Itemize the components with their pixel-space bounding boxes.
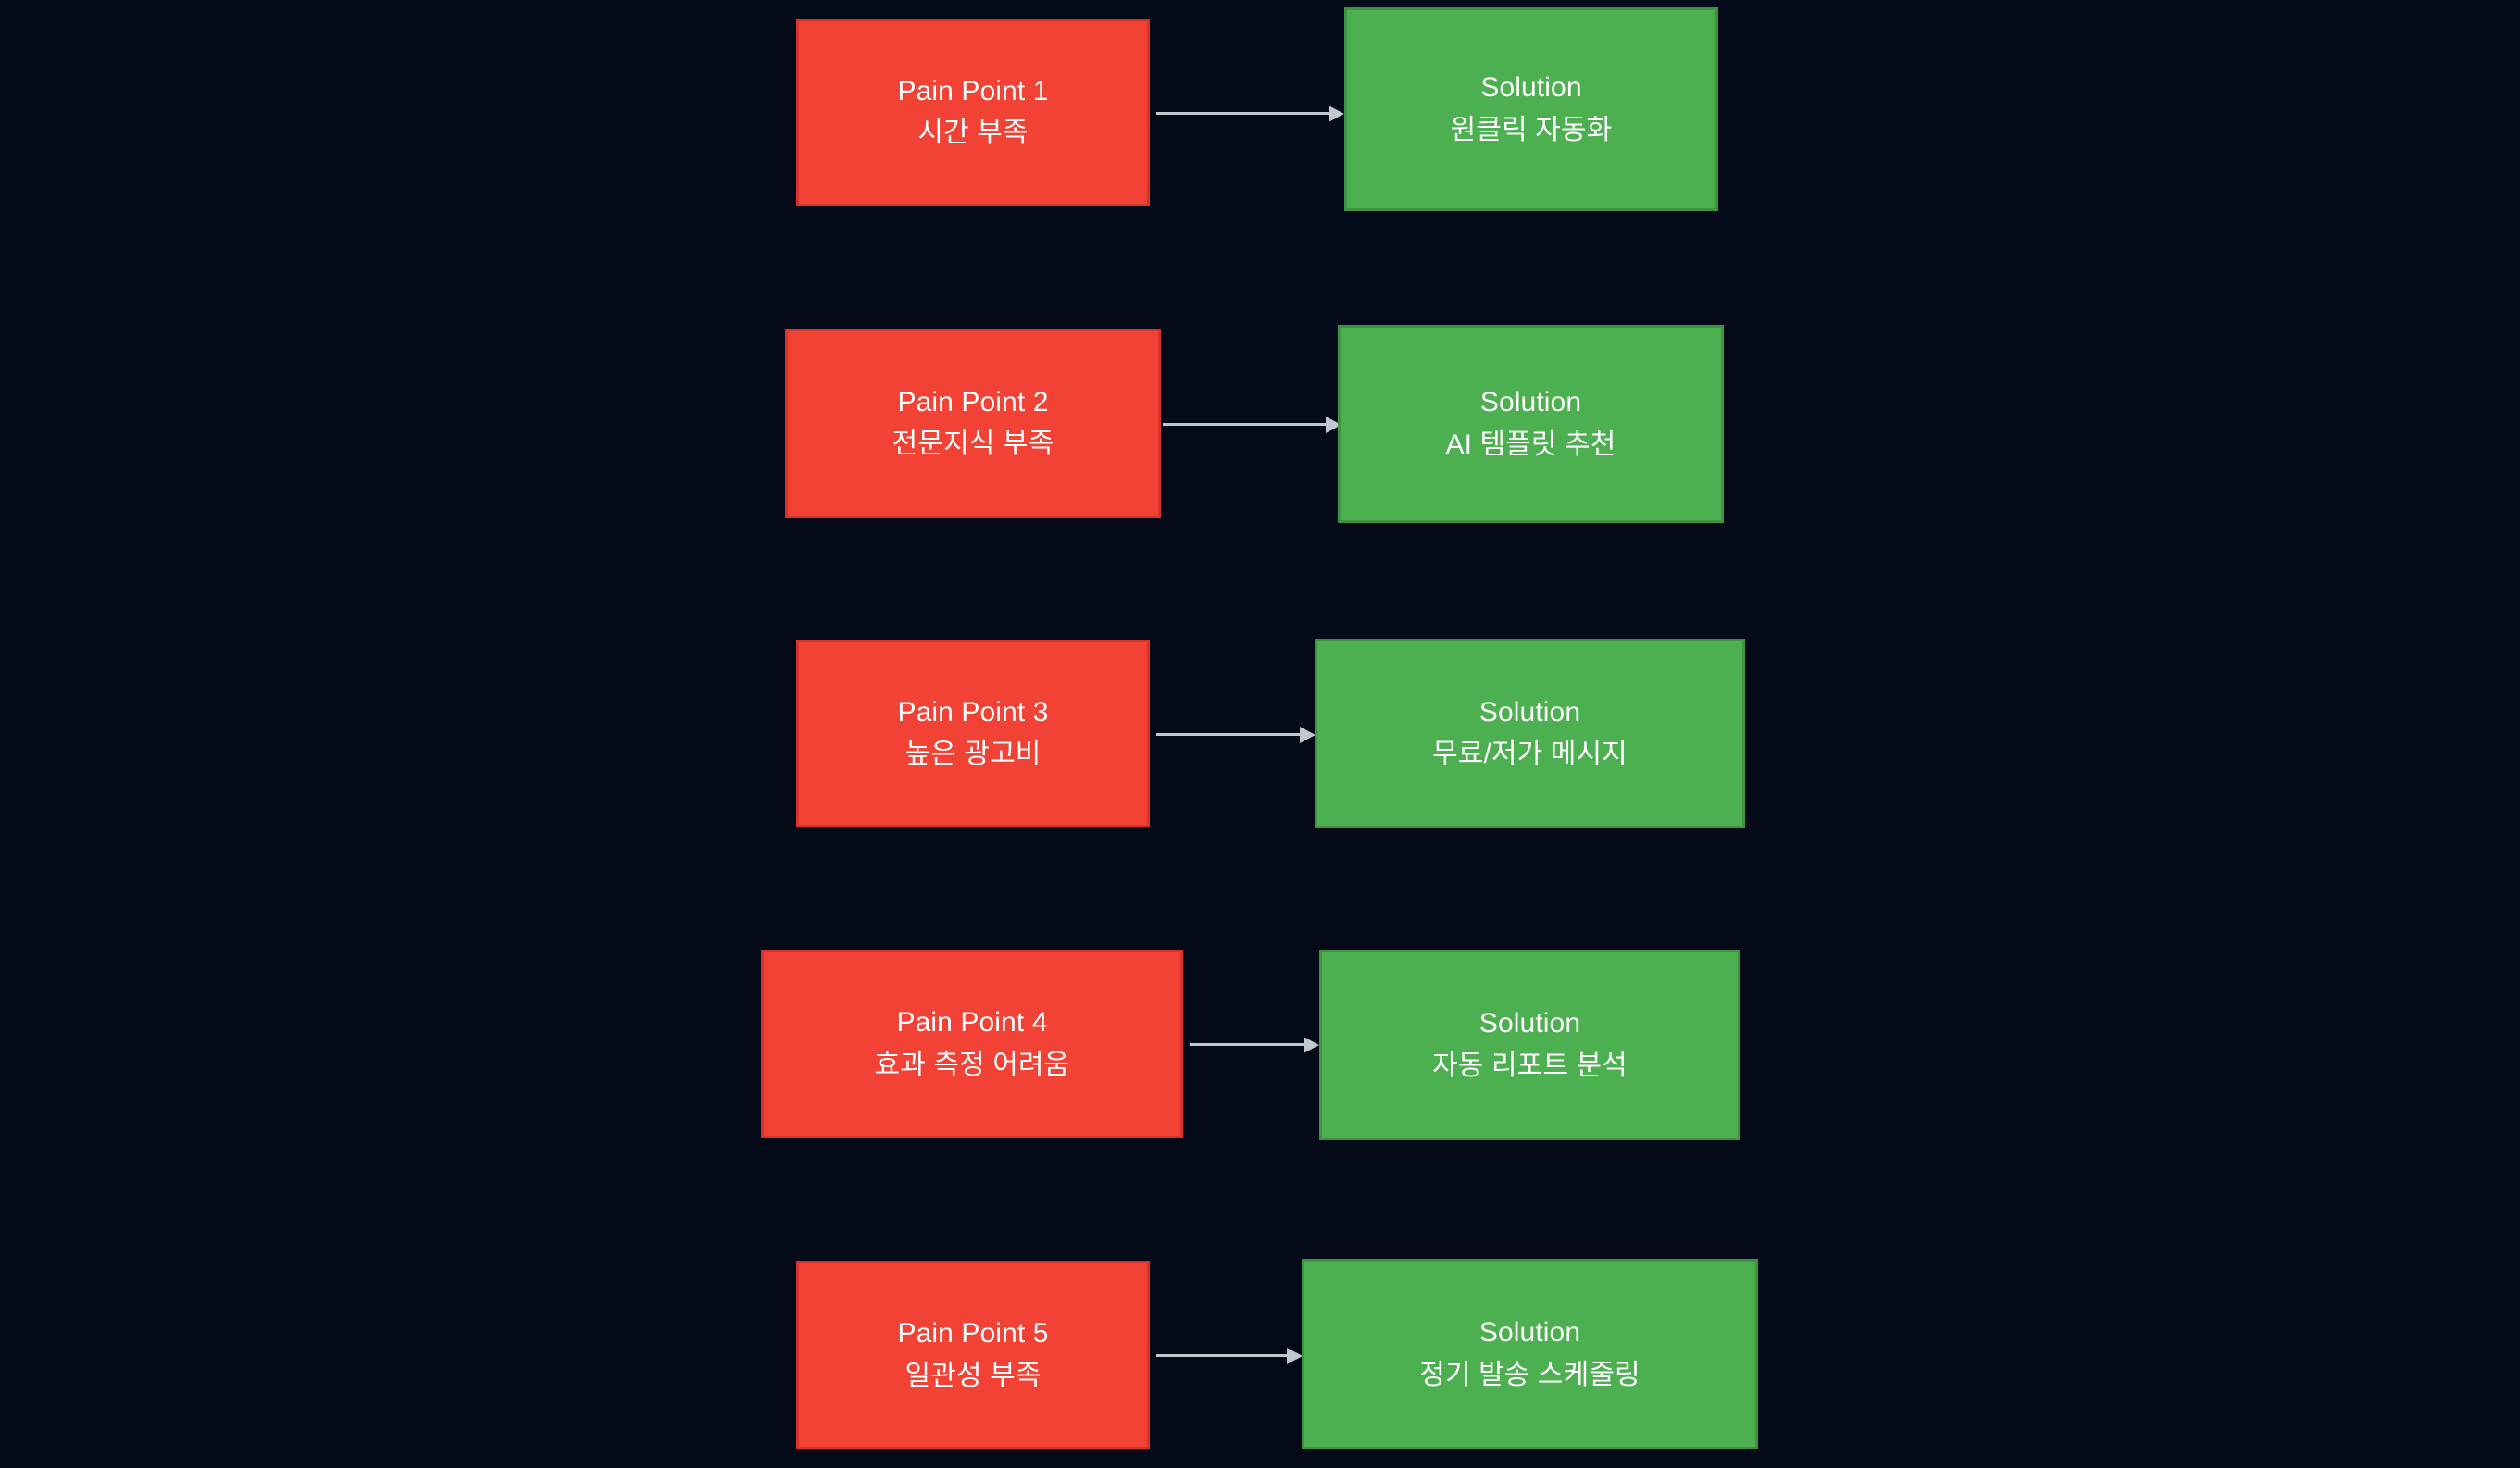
arrow-right-icon-4 [1190,1033,1319,1055]
pain-point-detail: 높은 광고비 [904,739,1042,769]
pain-point-node-1[interactable]: Pain Point 1 시간 부족 [796,19,1150,206]
arrow-shaft [1156,112,1329,115]
arrow-head [1329,106,1344,122]
solution-label: Solution [1478,1317,1581,1349]
pain-point-label: Pain Point 4 [896,1007,1048,1039]
solution-detail: 자동 리포트 분석 [1432,1050,1628,1081]
arrow-right-icon-5 [1156,1344,1303,1366]
pain-point-detail: 시간 부족 [917,118,1029,148]
arrow-head [1326,417,1341,433]
solution-node-2[interactable]: Solution AI 템플릿 추천 [1338,325,1724,523]
pain-point-node-2[interactable]: Pain Point 2 전문지식 부족 [785,329,1161,518]
arrow-head [1304,1037,1319,1053]
pain-point-label: Pain Point 5 [897,1318,1049,1350]
arrow-shaft [1163,423,1326,426]
solution-node-3[interactable]: Solution 무료/저가 메시지 [1315,639,1745,828]
arrow-shaft [1190,1043,1304,1046]
arrow-shaft [1156,733,1300,736]
arrow-shaft [1156,1354,1287,1357]
solution-detail: 무료/저가 메시지 [1432,739,1628,769]
pain-point-node-4[interactable]: Pain Point 4 효과 측정 어려움 [761,950,1183,1138]
pain-point-detail: 일관성 부족 [904,1360,1042,1391]
solution-node-5[interactable]: Solution 정기 발송 스케줄링 [1302,1259,1758,1449]
solution-detail: 정기 발송 스케줄링 [1419,1359,1640,1390]
solution-node-4[interactable]: Solution 자동 리포트 분석 [1319,950,1740,1140]
solution-detail: 원클릭 자동화 [1450,114,1613,145]
pain-point-label: Pain Point 3 [897,696,1049,728]
solution-label: Solution [1478,1008,1581,1039]
arrow-head [1287,1348,1303,1364]
arrow-head [1300,727,1316,743]
solution-label: Solution [1480,72,1582,104]
arrow-right-icon-3 [1156,723,1316,745]
solution-node-1[interactable]: Solution 원클릭 자동화 [1344,7,1718,211]
arrow-right-icon-1 [1156,102,1344,124]
arrow-right-icon-2 [1163,413,1341,435]
solution-detail: AI 템플릿 추천 [1445,429,1616,460]
pain-point-node-5[interactable]: Pain Point 5 일관성 부족 [796,1261,1150,1449]
pain-point-label: Pain Point 2 [897,386,1049,417]
pain-point-detail: 전문지식 부족 [892,429,1054,459]
pain-point-label: Pain Point 1 [897,75,1049,106]
solution-label: Solution [1478,696,1581,728]
pain-point-detail: 효과 측정 어려움 [874,1049,1070,1080]
pain-point-node-3[interactable]: Pain Point 3 높은 광고비 [796,640,1150,827]
solution-label: Solution [1479,387,1582,418]
